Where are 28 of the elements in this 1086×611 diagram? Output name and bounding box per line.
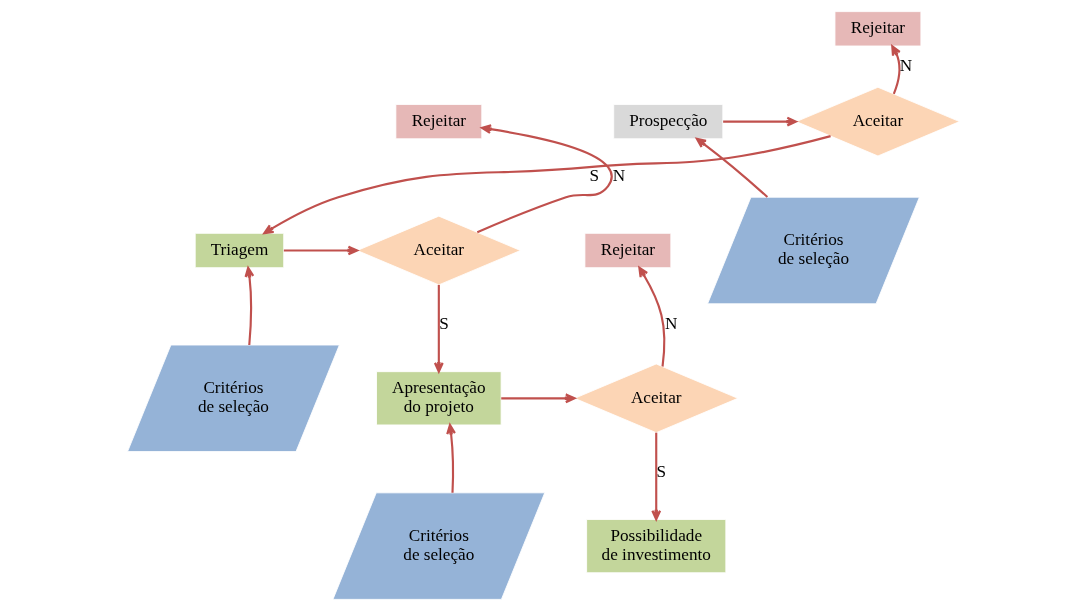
node-box: Rejeitar <box>584 232 671 269</box>
arrow <box>433 284 444 373</box>
edge-label: S <box>656 461 666 481</box>
node-diamond: Aceitar <box>795 86 960 157</box>
arrow <box>890 45 901 95</box>
arrow <box>445 423 456 493</box>
edge-label: N <box>664 313 677 333</box>
edge-label: S <box>589 165 599 185</box>
arrow <box>695 137 768 198</box>
node-diamond: Aceitar <box>573 363 738 434</box>
node-box: Rejeitar <box>834 11 921 47</box>
arrow <box>500 393 576 404</box>
node-diamond: Aceitar <box>356 215 521 286</box>
node-box: Triagem <box>194 232 284 269</box>
edge-label: N <box>612 165 625 185</box>
node-box: Rejeitar <box>394 104 482 140</box>
arrow <box>637 266 665 367</box>
node-box: Apresentação do projeto <box>375 371 502 426</box>
arrow <box>283 245 358 256</box>
edge-label: S <box>438 313 449 333</box>
arrow <box>722 116 797 127</box>
arrow <box>476 124 613 234</box>
arrow <box>244 266 254 346</box>
edge-label: N <box>899 55 912 75</box>
arrow <box>650 432 661 521</box>
arrow <box>262 135 831 235</box>
node-box: Possibilidade de investimento <box>585 519 726 574</box>
node-box: Prospecção <box>612 104 723 140</box>
